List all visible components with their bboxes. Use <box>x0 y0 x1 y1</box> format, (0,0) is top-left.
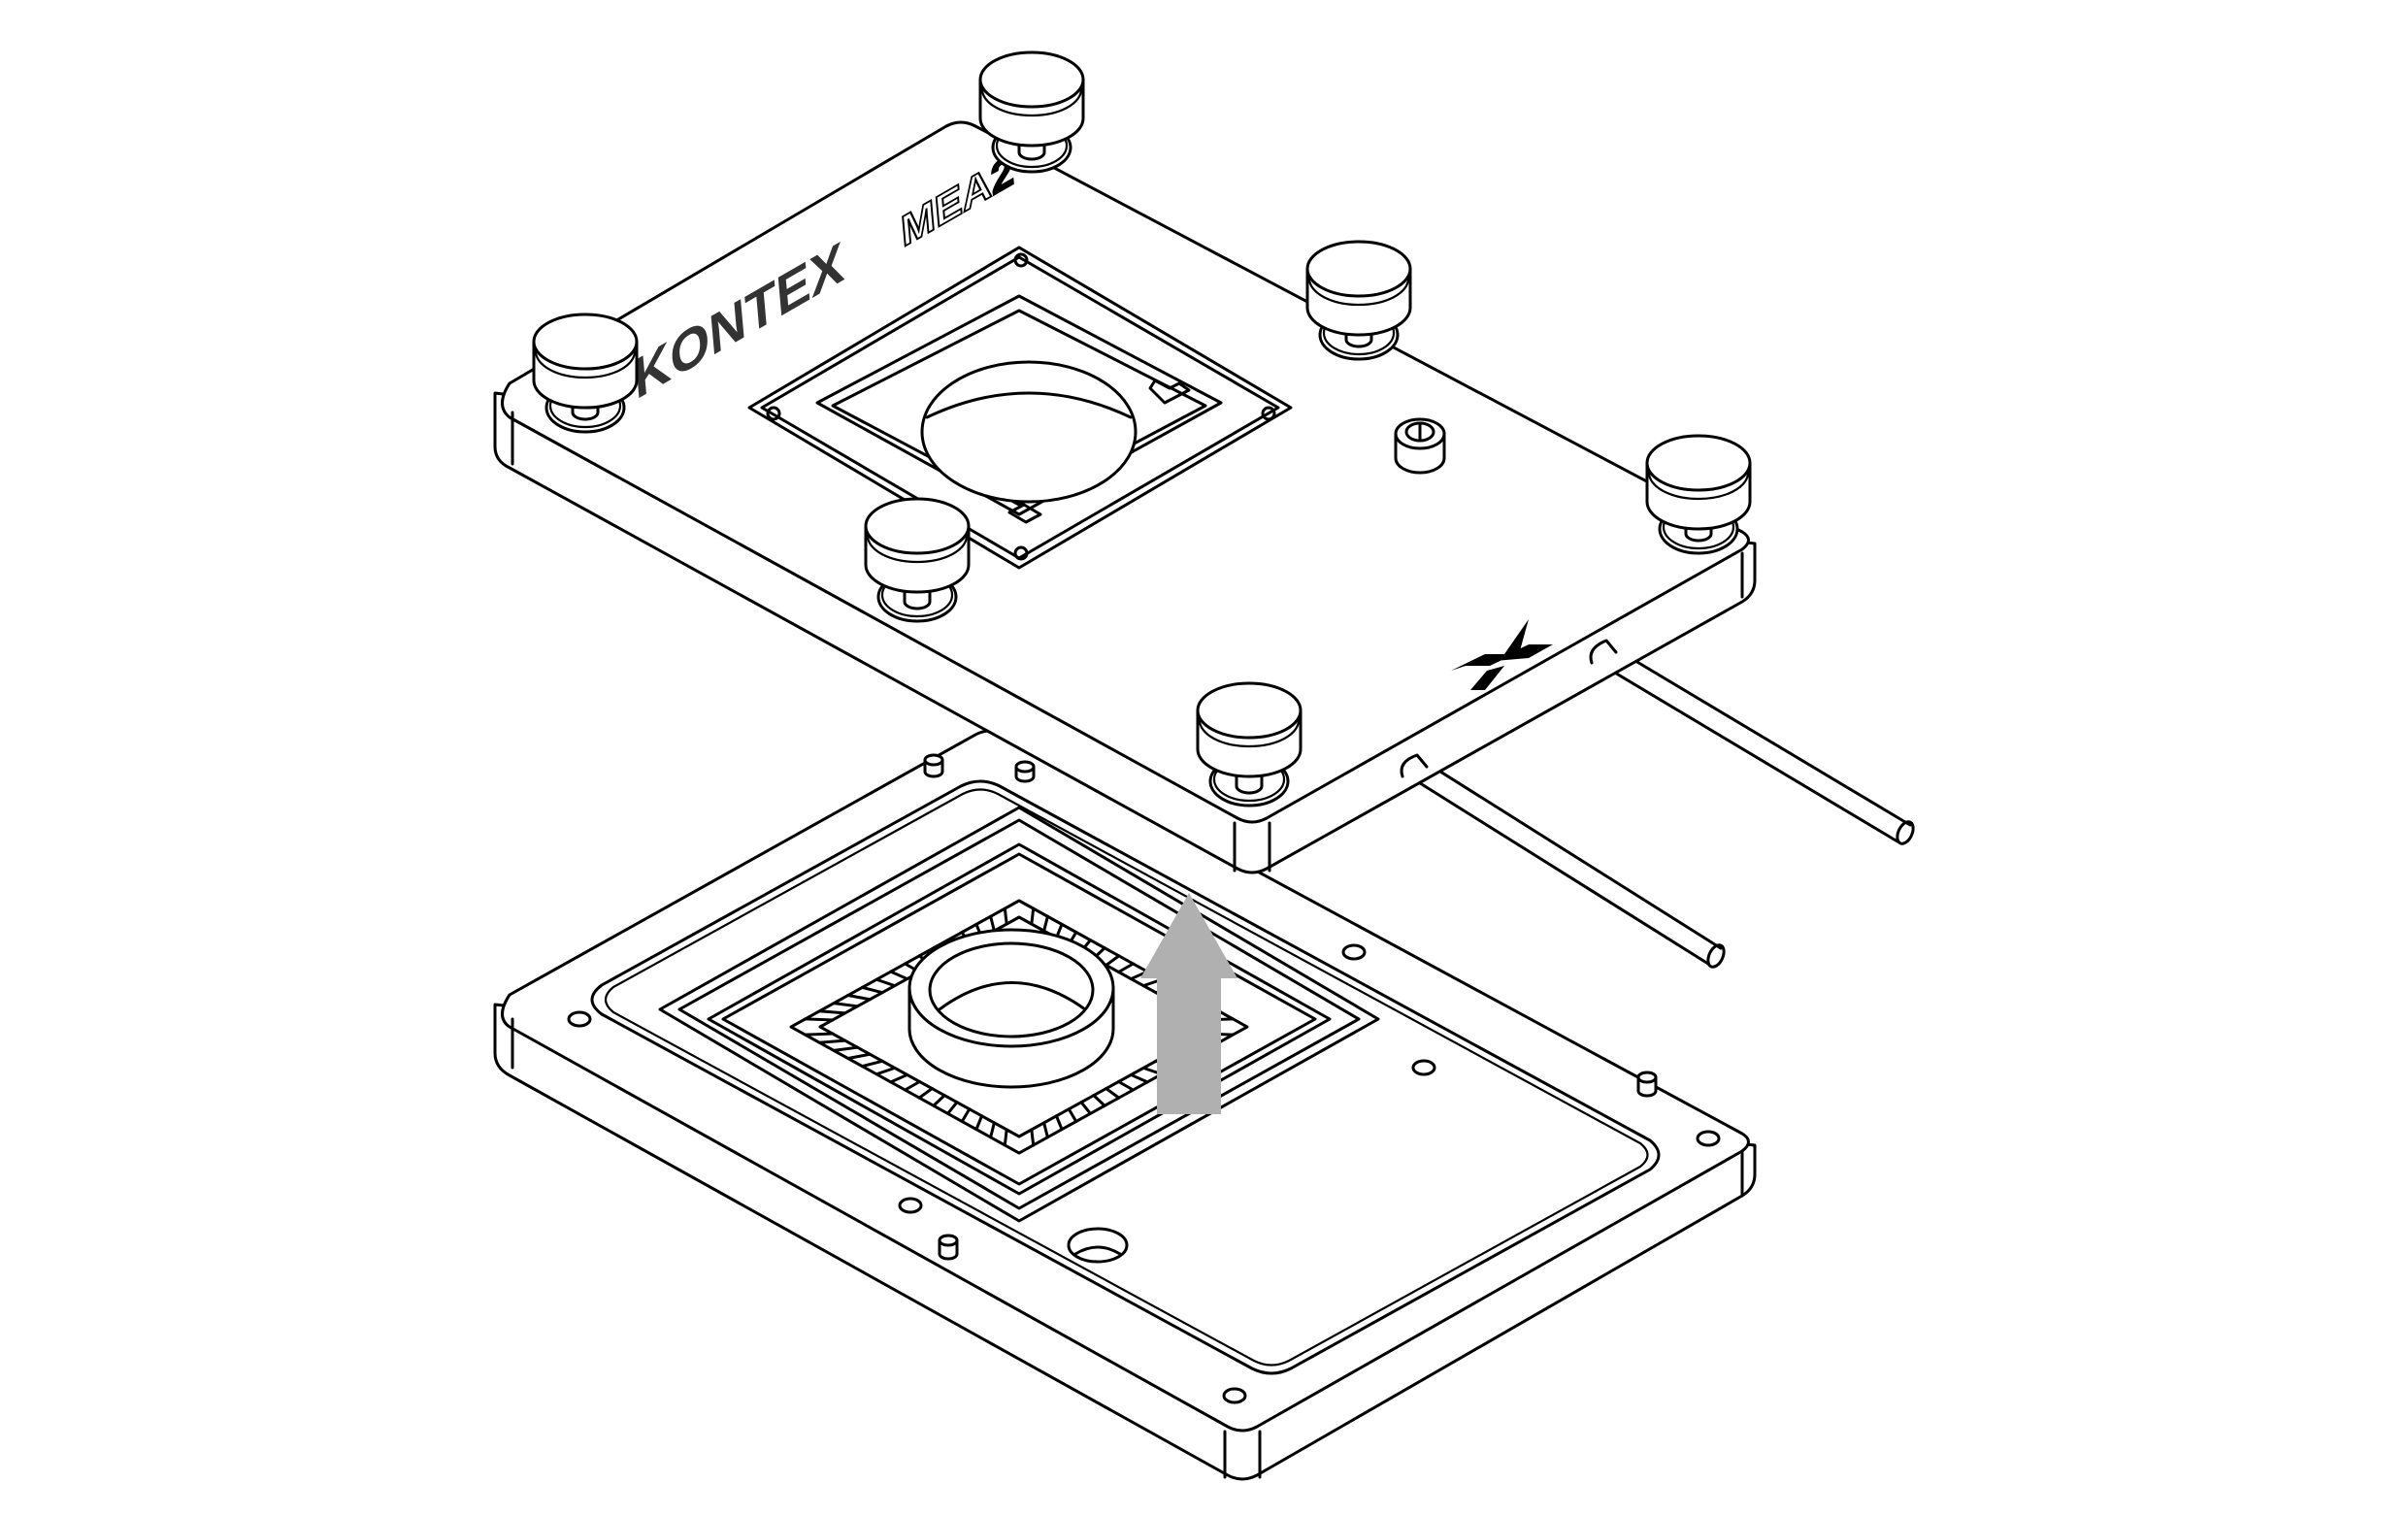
top-plate: KONTEX MEA2 <box>493 120 1757 874</box>
knob[interactable] <box>978 50 1085 174</box>
knob[interactable] <box>1196 681 1303 807</box>
hole <box>1341 943 1367 961</box>
hole <box>1696 1130 1721 1147</box>
electrode-ring <box>907 928 1115 1089</box>
knob[interactable] <box>1305 240 1412 361</box>
knobs <box>532 50 1752 807</box>
bottom-plate-recess <box>590 779 1661 1375</box>
rod-front <box>1404 754 1726 969</box>
knob[interactable] <box>864 497 971 623</box>
hole <box>898 1197 923 1214</box>
knob[interactable] <box>532 313 639 434</box>
rod-back <box>1594 641 1915 845</box>
lift-arrow <box>1140 893 1237 1114</box>
bottom-plate <box>493 729 1757 1481</box>
top-bore <box>920 360 1138 504</box>
hole <box>567 1010 592 1028</box>
bottom-plate-top-face <box>501 729 1750 1433</box>
knob[interactable] <box>1645 434 1752 555</box>
hole <box>1411 1059 1436 1076</box>
hole <box>1222 1387 1247 1404</box>
socket-outer <box>658 806 1380 1223</box>
alignment-pin <box>923 753 1658 1261</box>
kx-logo-icon <box>1451 619 1553 690</box>
set-screw <box>1394 417 1446 475</box>
top-plate-top-face <box>501 120 1750 824</box>
arrow-up-icon <box>1140 893 1237 1114</box>
drain-hole <box>1067 1227 1129 1264</box>
